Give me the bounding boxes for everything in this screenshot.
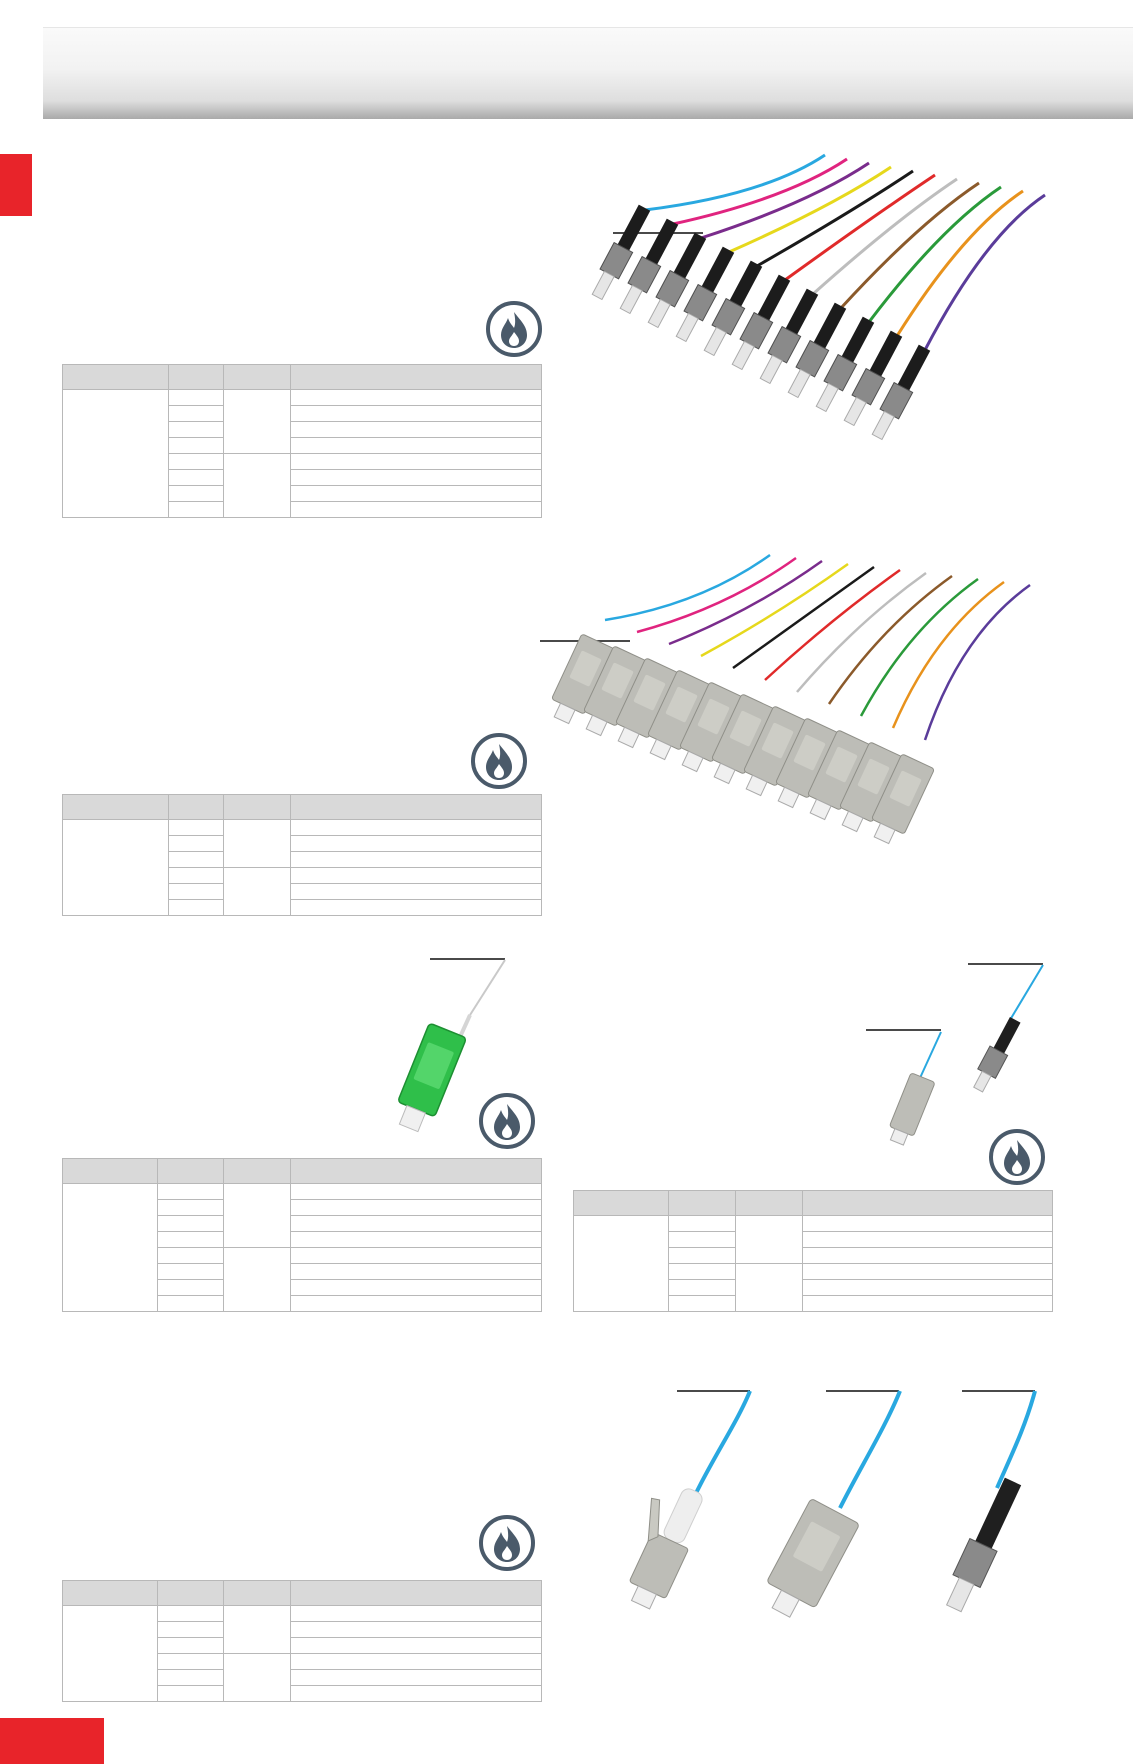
table-row — [573, 1215, 1053, 1312]
page-header-bar — [43, 27, 1133, 119]
fire-safety-icon — [478, 1092, 536, 1150]
table-row — [63, 1685, 542, 1702]
table-row — [574, 1295, 1053, 1312]
callout-line — [826, 1390, 899, 1392]
callout-line — [613, 232, 703, 234]
section-tab-marker — [0, 154, 32, 216]
table-row — [63, 1295, 542, 1312]
page-corner-tab — [0, 1718, 104, 1764]
table-header-row — [62, 364, 542, 390]
table-row — [574, 1279, 1053, 1296]
table-header-row — [62, 794, 542, 820]
callout-line — [968, 963, 1043, 965]
spec-table-lc-sc-st — [62, 1580, 542, 1702]
spec-table-sc-apc — [62, 1158, 542, 1312]
st-sc-pigtail-photo — [835, 960, 1055, 1165]
table-row — [63, 469, 542, 486]
callout-line — [677, 1390, 750, 1392]
spec-table-st-set — [62, 364, 542, 518]
callout-line — [866, 1029, 941, 1031]
table-row — [62, 389, 542, 518]
spec-table-sc-set — [62, 794, 542, 916]
fire-safety-icon — [470, 732, 528, 790]
fire-safety-icon — [478, 1514, 536, 1572]
table-header-row — [573, 1190, 1053, 1216]
table-row — [63, 405, 542, 422]
fire-safety-icon — [988, 1128, 1046, 1186]
table-row — [63, 1669, 542, 1686]
sc-pigtail-set-photo — [545, 550, 1065, 890]
sc-apc-pigtail-photo — [360, 955, 510, 1135]
table-header-row — [62, 1580, 542, 1606]
table-row — [63, 501, 542, 518]
table-row — [62, 819, 542, 916]
st-pigtail-set-photo — [560, 150, 1060, 500]
table-row — [62, 1183, 542, 1312]
table-row — [63, 1621, 542, 1638]
spec-table-st-sc — [573, 1190, 1053, 1312]
callout-line — [430, 958, 505, 960]
table-row — [63, 867, 542, 916]
table-header-row — [62, 1158, 542, 1184]
table-row — [62, 1605, 542, 1702]
table-row — [63, 899, 542, 916]
callout-line — [962, 1390, 1035, 1392]
lc-sc-st-pigtail-photo — [575, 1388, 1045, 1628]
fire-safety-icon — [485, 300, 543, 358]
